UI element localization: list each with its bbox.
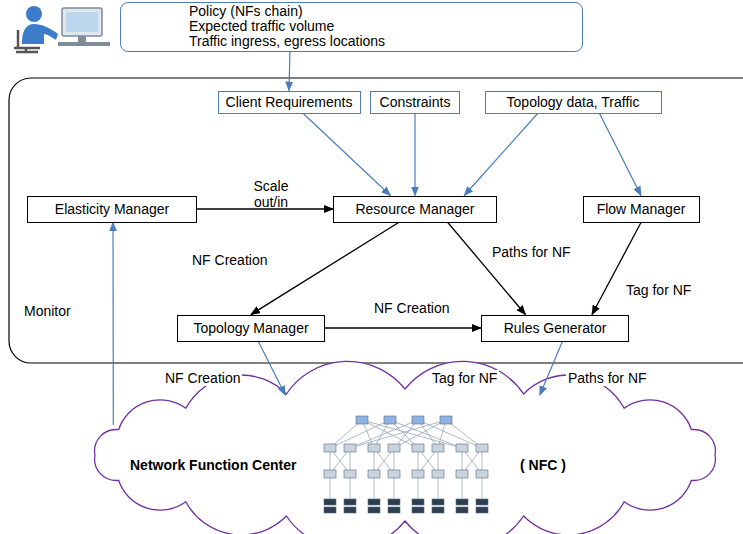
- cloud-label: Network Function Center: [130, 457, 296, 473]
- cloud-outline: [95, 361, 716, 534]
- edge-label: NF Creation: [372, 300, 451, 316]
- server: [344, 499, 356, 505]
- server: [476, 507, 488, 513]
- server: [412, 507, 424, 513]
- client-input-box: Policy (NFs chain)Expected traffic volum…: [120, 2, 583, 52]
- system-container: [9, 78, 743, 363]
- connector: [592, 223, 641, 315]
- input-box: Topology data, Traffic: [485, 91, 662, 114]
- network-topology-icon: [324, 416, 488, 513]
- aggregation-switch: [432, 444, 444, 452]
- node-label: Topology data, Traffic: [507, 94, 640, 110]
- edge-label: Scale out/in: [246, 178, 296, 210]
- edge-label: Monitor: [22, 303, 73, 319]
- aggregation-switch: [456, 444, 468, 452]
- node-label: Client Requirements: [226, 94, 353, 110]
- node-label: Traffic ingress, egress locations: [189, 34, 574, 49]
- free-label: Paths for NF: [566, 370, 649, 386]
- user-icon: [14, 6, 110, 52]
- aggregation-switch: [476, 444, 488, 452]
- process-box: Flow Manager: [583, 196, 700, 223]
- edge-switch: [324, 470, 336, 478]
- connector: [258, 342, 285, 396]
- edge-label: NF Creation: [163, 370, 242, 386]
- server: [456, 499, 468, 505]
- node-label: Resource Manager: [355, 201, 474, 217]
- server: [324, 499, 336, 505]
- edge-switch: [432, 470, 444, 478]
- edge-label: Paths for NF: [490, 244, 573, 260]
- edge-switch: [456, 470, 468, 478]
- node-label: Expected traffic volume: [189, 19, 574, 34]
- process-box: Topology Manager: [177, 315, 325, 342]
- cloud-label: ( NFC ): [520, 457, 566, 473]
- input-box: Client Requirements: [218, 91, 361, 114]
- core-switch: [384, 416, 396, 424]
- edge-switch: [476, 470, 488, 478]
- edge-switch: [412, 470, 424, 478]
- aggregation-switch: [388, 444, 400, 452]
- input-box: Constraints: [370, 91, 460, 114]
- server: [412, 499, 424, 505]
- edge-switch: [344, 470, 356, 478]
- server: [388, 507, 400, 513]
- connector: [414, 114, 415, 196]
- node-label: Policy (NFs chain): [189, 4, 574, 19]
- connector: [540, 342, 563, 396]
- edge-label: NF Creation: [190, 252, 269, 268]
- connector: [303, 114, 390, 196]
- aggregation-switch: [368, 444, 380, 452]
- connector: [448, 223, 526, 315]
- core-switch: [440, 416, 452, 424]
- node-label: Flow Manager: [597, 201, 686, 217]
- server: [388, 499, 400, 505]
- node-label: Topology Manager: [193, 320, 308, 336]
- server: [344, 507, 356, 513]
- node-label: Constraints: [380, 94, 451, 110]
- server: [368, 499, 380, 505]
- aggregation-switch: [324, 444, 336, 452]
- edge-switch: [388, 470, 400, 478]
- connector: [325, 327, 481, 328]
- process-box: Resource Manager: [333, 196, 497, 223]
- edge-label: Tag for NF: [624, 282, 693, 298]
- connector: [600, 114, 641, 196]
- connector: [112, 223, 113, 426]
- server: [432, 499, 444, 505]
- core-switch: [412, 416, 424, 424]
- core-switch: [356, 416, 368, 424]
- connector: [288, 52, 290, 91]
- cloud-node: Network Function Center ( NFC ): [90, 395, 720, 515]
- aggregation-switch: [344, 444, 356, 452]
- node-label: Rules Generator: [504, 320, 607, 336]
- server: [456, 507, 468, 513]
- process-box: Rules Generator: [481, 315, 629, 342]
- process-box: Elasticity Manager: [27, 196, 197, 223]
- connector: [464, 114, 537, 196]
- edge-switch: [368, 470, 380, 478]
- aggregation-switch: [412, 444, 424, 452]
- server: [324, 507, 336, 513]
- node-label: Elasticity Manager: [55, 201, 169, 217]
- server: [368, 507, 380, 513]
- server: [432, 507, 444, 513]
- cloud-path: [95, 361, 716, 534]
- edge-label: Tag for NF: [430, 370, 499, 386]
- server: [476, 499, 488, 505]
